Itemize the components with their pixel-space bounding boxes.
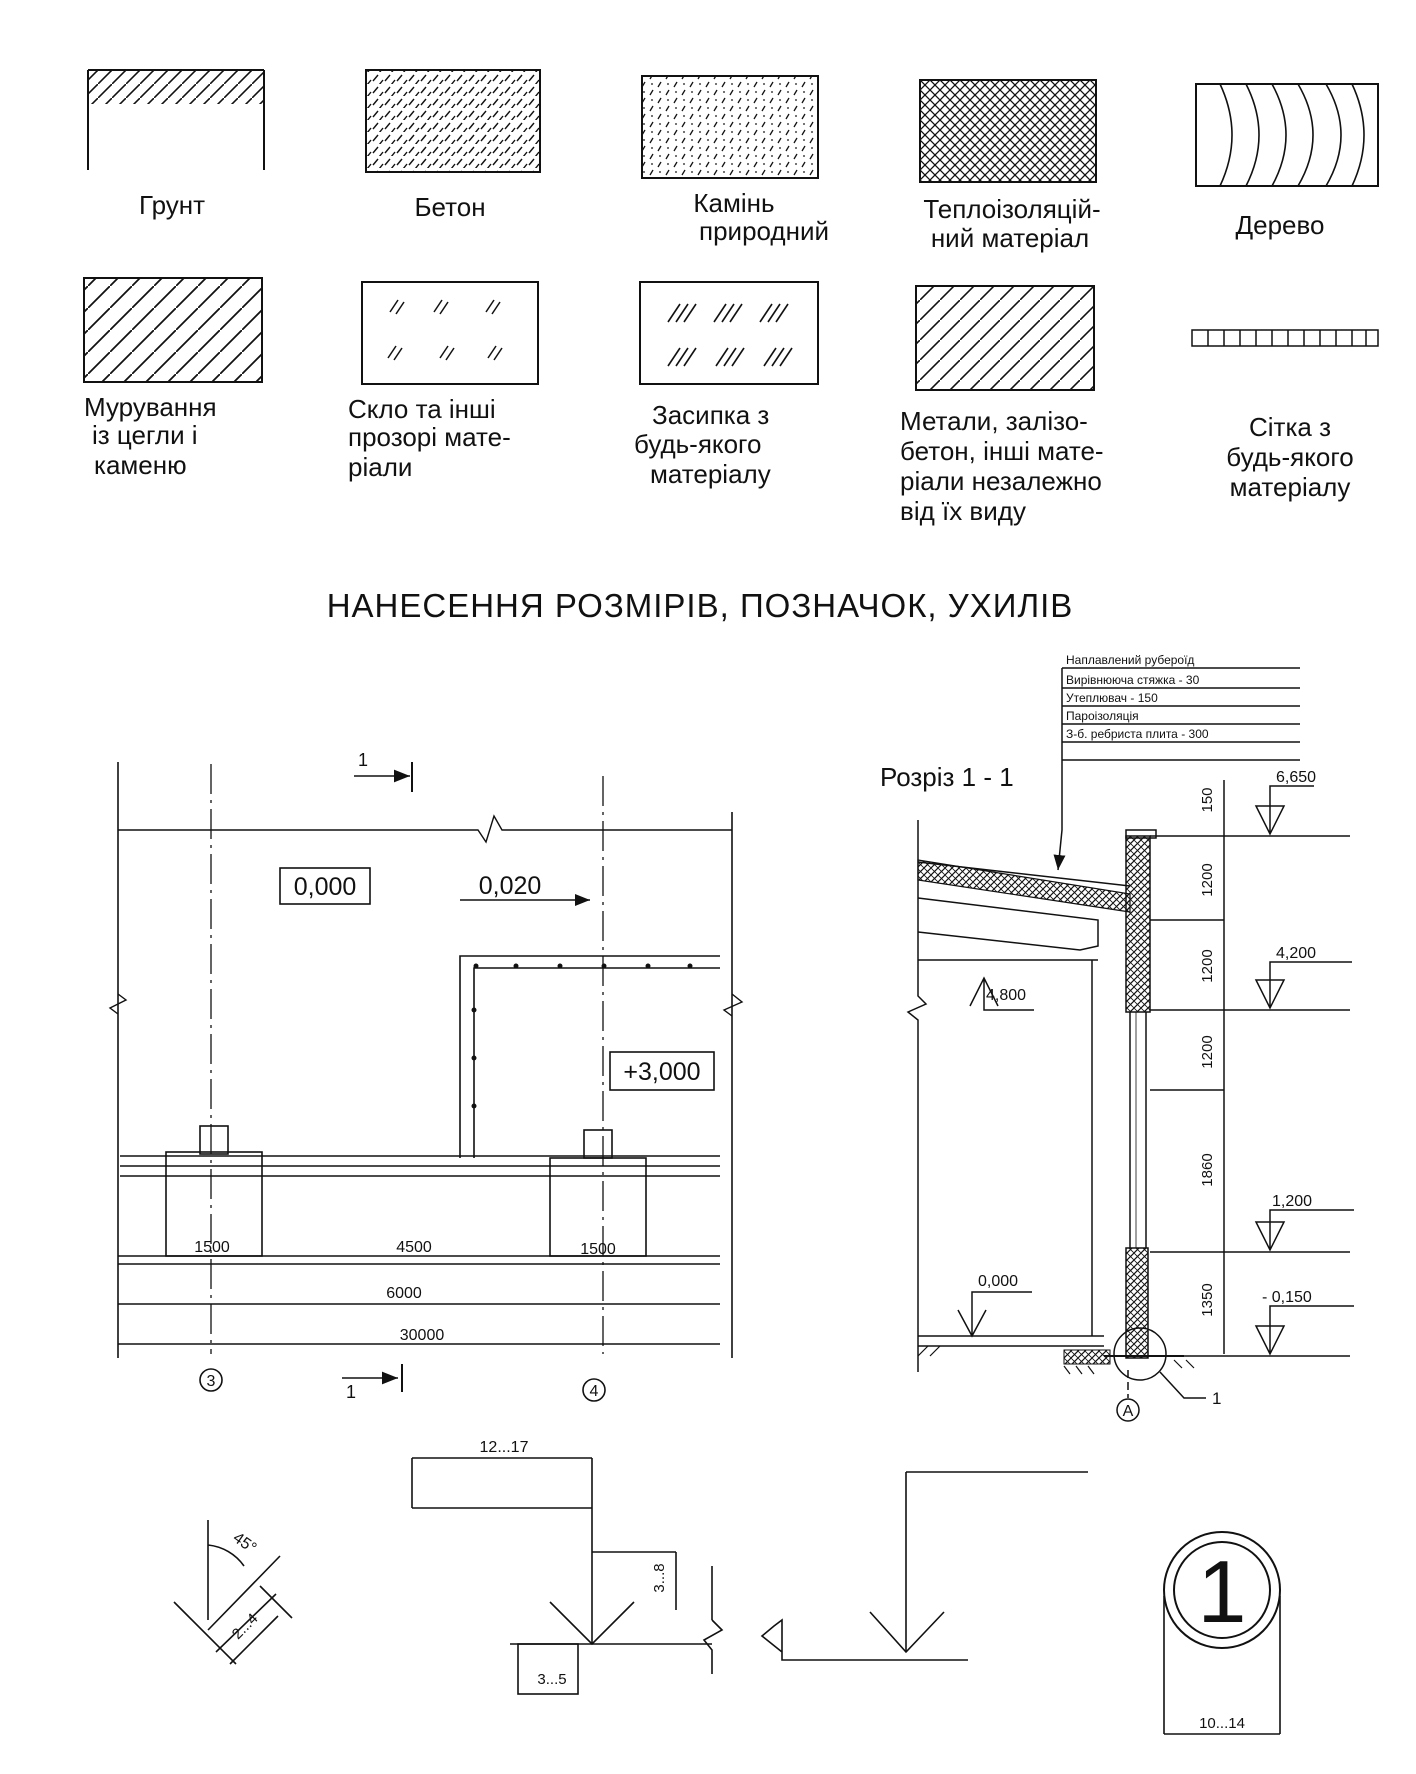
swatch-wood: [1195, 83, 1379, 187]
swatch-masonry: [83, 277, 263, 383]
arrow-width-label: 3...5: [537, 1671, 566, 1688]
label-concrete: Бетон: [414, 192, 485, 222]
label-soil: Грунт: [139, 190, 205, 220]
level-minus-0150: - 0,150: [1262, 1289, 1312, 1306]
vdim-150: 150: [1199, 787, 1216, 812]
swatch-metal: [915, 285, 1095, 391]
plan-labels: 1 1 0,000 0,020 +3,000 1500 4500 1500 60…: [194, 750, 700, 1402]
detail-callout-circle: [1113, 1327, 1167, 1381]
level-4200: 4,200: [1276, 945, 1316, 962]
swatch-insulation: [919, 79, 1097, 183]
detail-drawings: [173, 1457, 1281, 1735]
layer-0: Наплавлений руберοїд: [1066, 653, 1194, 667]
axis-label-a: А: [1123, 1403, 1134, 1420]
circle-number: 1: [1198, 1542, 1247, 1641]
level-box-main: [279, 867, 371, 905]
shelf-length-label: 12...17: [480, 1439, 529, 1456]
section-mark-top: 1: [358, 750, 368, 770]
number-circle-outer: [1163, 1531, 1281, 1649]
level-main: 0,000: [294, 873, 357, 901]
dim-6000: 6000: [386, 1285, 422, 1302]
axis-bubble-3: [199, 1368, 223, 1392]
number-circle-inner: [1173, 1541, 1271, 1639]
swatch-glass: [361, 281, 539, 385]
swatch-mesh: [1191, 329, 1379, 347]
material-legend: [83, 69, 1379, 391]
axis-bubble-4: [582, 1378, 606, 1402]
level-4800: 4,800: [986, 987, 1026, 1004]
label-wood: Дерево: [1236, 210, 1325, 240]
label-metal: Метали, залізо-бетон, інші мате-ріали не…: [900, 406, 1104, 526]
layer-2: Утеплювач - 150: [1066, 691, 1158, 705]
swatch-soil: [87, 69, 265, 170]
swatch-stone: [641, 75, 819, 179]
level-6650: 6,650: [1276, 769, 1316, 786]
vdim-1350: 1350: [1199, 1283, 1216, 1316]
vdim-1200-c: 1200: [1199, 1035, 1216, 1068]
label-insulation: Теплоізоляцій-ний матеріал: [923, 194, 1100, 253]
layer-4: З-б. ребриста плита - 300: [1066, 727, 1209, 741]
level-0000-inside: 0,000: [978, 1273, 1018, 1290]
detail-labels: 45° 2...4 12...17 3...8 3...5 1 10...14: [229, 1439, 1247, 1732]
axis-label-3: 3: [207, 1373, 216, 1390]
axis-label-4: 4: [590, 1383, 599, 1400]
vdim-1200-b: 1200: [1199, 949, 1216, 982]
section-title: НАНЕСЕННЯ РОЗМІРІВ, ПОЗНАЧОК, УХИЛІВ: [327, 587, 1074, 624]
dim-1500-left: 1500: [194, 1239, 230, 1256]
section-mark-bottom: 1: [346, 1382, 356, 1402]
layer-1: Вирівнююча стяжка - 30: [1066, 673, 1200, 687]
layer-3: Пароізоляція: [1066, 709, 1139, 723]
level-box-raised: [609, 1051, 715, 1091]
swatch-backfill: [639, 281, 819, 385]
dim-1500-right: 1500: [580, 1241, 616, 1258]
section-drawing: [906, 667, 1354, 1422]
angle-label: 45°: [230, 1529, 260, 1557]
level-1200: 1,200: [1272, 1193, 1312, 1210]
arrow-height-label: 3...8: [651, 1563, 668, 1592]
callout-number: 1: [1212, 1389, 1221, 1408]
circle-diameter-label: 10...14: [1199, 1715, 1245, 1732]
section-labels: Розріз 1 - 1 Наплавлений руберοїд Вирівн…: [880, 653, 1316, 1420]
vdim-1860: 1860: [1199, 1153, 1216, 1186]
level-step: 0,020: [479, 872, 542, 900]
axis-bubble-a: [1116, 1398, 1140, 1422]
swatch-concrete: [365, 69, 541, 173]
dim-4500: 4500: [396, 1239, 432, 1256]
plan-drawing: [108, 762, 744, 1402]
level-raised: +3,000: [623, 1058, 700, 1086]
dim-30000: 30000: [400, 1327, 445, 1344]
section-title-1-1: Розріз 1 - 1: [880, 762, 1014, 792]
vdim-1200-a: 1200: [1199, 863, 1216, 896]
